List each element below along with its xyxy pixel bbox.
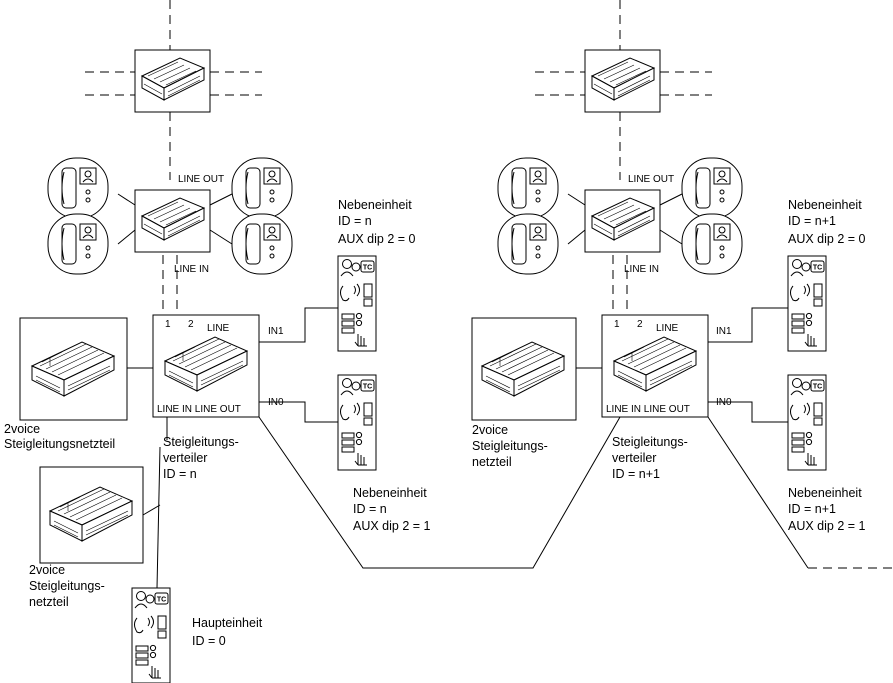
outdoor-station-icon (337, 255, 377, 352)
line-out-label: LINE OUT (628, 174, 674, 185)
distributor-icon-top (134, 49, 211, 113)
line-in-out-label: LINE IN LINE OUT (606, 404, 690, 415)
psu-label: 2voice Steigleitungs- netzteil (472, 423, 551, 469)
sub-unit-top-label: Nebeneinheit ID = n+1 AUX dip 2 = 0 (788, 198, 866, 246)
line-in-label: LINE IN (174, 264, 209, 275)
indoor-station-icon (497, 213, 559, 275)
terminal-2-label: 2 (188, 319, 194, 330)
indoor-station-icon (47, 213, 109, 275)
distributor-icon-middle (584, 189, 661, 253)
line-terminal-label: LINE (207, 323, 230, 334)
indoor-station-icon (231, 213, 293, 275)
indoor-station-icon (681, 157, 743, 219)
in1-label: IN1 (716, 326, 732, 337)
in0-label: IN0 (268, 397, 284, 408)
indoor-station-icon (497, 157, 559, 219)
indoor-station-icon (231, 157, 293, 219)
terminal-1-label: 1 (165, 319, 171, 330)
line-out-label: LINE OUT (178, 174, 224, 185)
riser-distributor-label: Steigleitungs- verteiler ID = n+1 (612, 435, 691, 481)
outdoor-station-icon (787, 374, 827, 471)
in0-label: IN0 (716, 397, 732, 408)
psu-label: 2voice Steigleitungsnetzteil (4, 422, 115, 451)
distributor-icon-top (584, 49, 661, 113)
sub-unit-bottom-label: Nebeneinheit ID = n AUX dip 2 = 1 (353, 486, 431, 533)
right-group: LINE OUT LINE IN 1 2 LINE LINE IN LINE O… (471, 0, 893, 569)
line-terminal-label: LINE (656, 323, 679, 334)
outdoor-station-icon (787, 255, 827, 352)
left-group: LINE OUT LINE IN 1 2 LINE LINE IN LINE O… (4, 0, 621, 683)
in1-label: IN1 (268, 326, 284, 337)
main-unit-label: Haupteinheit ID = 0 (192, 616, 266, 648)
terminal-2-label: 2 (637, 319, 643, 330)
terminal-1-label: 1 (614, 319, 620, 330)
outdoor-station-icon (337, 374, 377, 471)
psu-2-label: 2voice Steigleitungs- netzteil (29, 563, 108, 609)
indoor-station-icon (681, 213, 743, 275)
line-in-label: LINE IN (624, 264, 659, 275)
distributor-icon-middle (134, 189, 211, 253)
indoor-station-icon (47, 157, 109, 219)
sub-unit-top-label: Nebeneinheit ID = n AUX dip 2 = 0 (338, 198, 416, 246)
riser-distributor-label: Steigleitungs- verteiler ID = n (163, 435, 242, 481)
outdoor-station-icon (131, 587, 171, 683)
line-in-out-label: LINE IN LINE OUT (157, 404, 241, 415)
sub-unit-bottom-label: Nebeneinheit ID = n+1 AUX dip 2 = 1 (788, 486, 866, 533)
